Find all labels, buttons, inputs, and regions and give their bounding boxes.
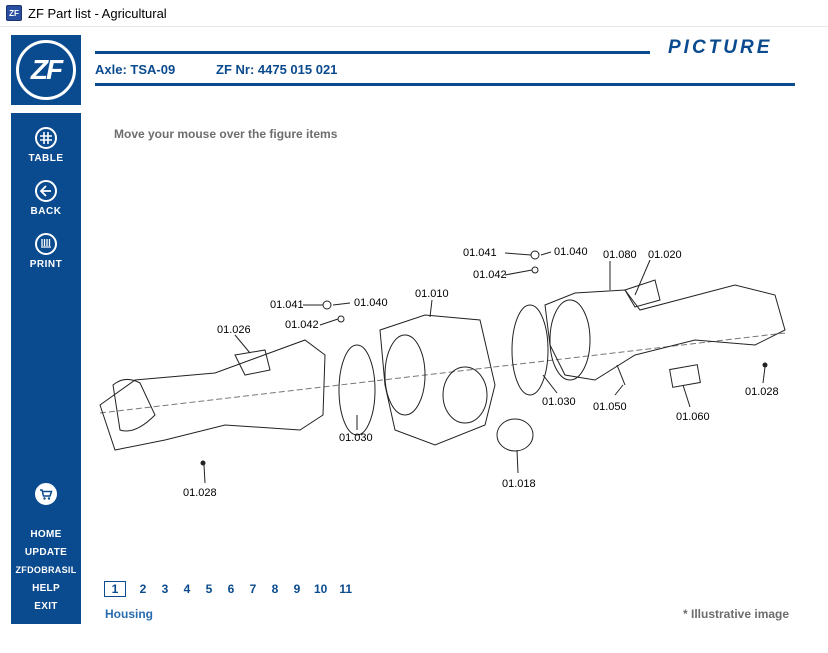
page-link-5[interactable]: 5 [205, 582, 213, 596]
home-link[interactable]: HOME [30, 529, 62, 540]
print-icon [35, 233, 57, 255]
page-link-6[interactable]: 6 [227, 582, 235, 596]
part-label-01-028-left: 01.028 [183, 487, 217, 499]
part-label-01-030-left: 01.030 [339, 432, 373, 444]
illustrative-note: * Illustrative image [683, 607, 790, 621]
cart-icon [35, 483, 57, 505]
part-label-01-060: 01.060 [676, 411, 710, 423]
page-link-3[interactable]: 3 [161, 582, 169, 596]
part-label-01-041-left: 01.041 [270, 299, 304, 311]
sidebar: TABLE BACK PRINT HOME UPDATE ZFDOBRASIL … [11, 113, 81, 624]
washer-right [531, 266, 539, 274]
part-label-01-042-top: 01.042 [473, 269, 507, 281]
part-label-01-030-right: 01.030 [542, 396, 576, 408]
plug-left [322, 300, 332, 310]
cart-button[interactable] [11, 483, 81, 505]
center-axis-line [99, 332, 786, 414]
nameplate [669, 364, 701, 388]
part-label-01-020: 01.020 [648, 249, 682, 261]
header-divider-bottom [95, 83, 795, 86]
part-label-01-026: 01.026 [217, 324, 251, 336]
exit-link[interactable]: EXIT [34, 601, 58, 612]
exploded-axle-diagram: 01.041 01.040 01.042 01.041 01.040 01.04… [99, 246, 786, 499]
left-axle-flange [112, 379, 156, 432]
part-label-01-042-left: 01.042 [285, 319, 319, 331]
page-link-7[interactable]: 7 [249, 582, 257, 596]
left-axle-housing [99, 339, 326, 451]
page-link-10[interactable]: 10 [314, 582, 328, 596]
part-label-01-028-right: 01.028 [745, 386, 779, 398]
washer-left [337, 315, 345, 323]
page-link-1[interactable]: 1 [104, 581, 126, 597]
page-link-9[interactable]: 9 [293, 582, 301, 596]
right-axle-flange [549, 299, 591, 381]
page-link-2[interactable]: 2 [139, 582, 147, 596]
back-button[interactable]: BACK [11, 180, 81, 217]
part-label-01-050: 01.050 [593, 401, 627, 413]
center-housing-hub [442, 366, 488, 424]
seal-ring-left [338, 344, 376, 436]
table-icon [35, 127, 57, 149]
bolt-right [762, 362, 768, 368]
zfdobrasil-link[interactable]: ZFDOBRASIL [15, 565, 77, 575]
back-arrow-icon [35, 180, 57, 202]
part-label-01-040-left: 01.040 [354, 297, 388, 309]
page-link-4[interactable]: 4 [183, 582, 191, 596]
part-label-01-041-top: 01.041 [463, 247, 497, 259]
app-icon: ZF [6, 5, 22, 21]
part-label-01-010: 01.010 [415, 288, 449, 300]
part-label-01-040-top: 01.040 [554, 246, 588, 258]
plug-right [530, 250, 540, 260]
zf-number-label: ZF Nr: 4475 015 021 [216, 62, 338, 77]
section-name: Housing [105, 607, 153, 621]
update-link[interactable]: UPDATE [24, 547, 68, 558]
table-button[interactable]: TABLE [11, 127, 81, 164]
seal-ring-right [511, 304, 549, 396]
left-mount-bracket [234, 349, 271, 376]
right-mount-bracket [624, 279, 661, 308]
cover-cap [496, 418, 534, 452]
window-title: ZF Part list - Agricultural [28, 5, 167, 21]
header-divider-top [95, 51, 650, 54]
zf-logo: ZF [11, 35, 81, 105]
page-link-8[interactable]: 8 [271, 582, 279, 596]
back-label: BACK [30, 206, 62, 217]
table-label: TABLE [28, 153, 64, 164]
window-titlebar: ZF ZF Part list - Agricultural [0, 0, 828, 27]
print-button[interactable]: PRINT [11, 233, 81, 270]
help-link[interactable]: HELP [32, 583, 60, 594]
center-housing [379, 314, 496, 446]
part-label-01-080: 01.080 [603, 249, 637, 261]
logo-ring: ZF [16, 40, 76, 100]
center-housing-bore [384, 334, 426, 416]
bolt [616, 364, 626, 386]
page-link-11[interactable]: 11 [339, 582, 353, 596]
print-label: PRINT [29, 259, 63, 270]
hint-text: Move your mouse over the figure items [114, 127, 338, 141]
bolt-left [200, 460, 206, 466]
page-title: PICTURE [668, 37, 773, 58]
logo-text: ZF [30, 54, 63, 85]
axle-label: Axle: TSA-09 [95, 62, 176, 77]
right-axle-housing [544, 284, 786, 381]
part-label-01-018: 01.018 [502, 478, 536, 490]
